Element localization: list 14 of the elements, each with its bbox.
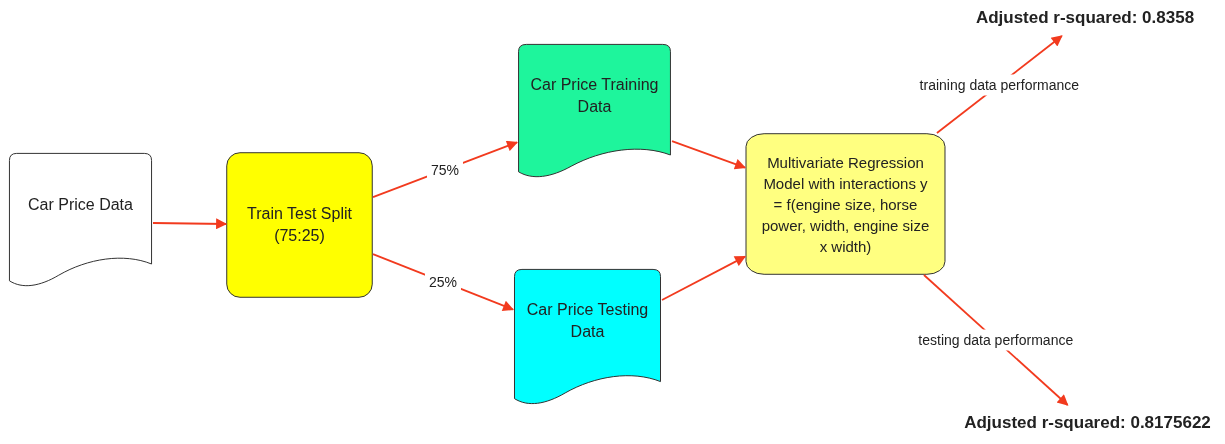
node-label: Multivariate Regression Model with interactions y = f(engine size, horse power, width, engine size x width) (760, 152, 931, 257)
arrow (152, 218, 228, 230)
result-text: Adjusted r-squared: 0.8175622 (955, 411, 1220, 435)
node-label: Car Price Data (28, 194, 133, 215)
node-label: Car Price Testing Data (525, 300, 650, 343)
node-label: Car Price Training Data (529, 74, 660, 117)
edge-label: 25% (425, 271, 461, 293)
edge-label: 75% (427, 159, 463, 181)
node-label: Train Test Split (75:25) (246, 204, 353, 246)
process-box (745, 133, 946, 275)
arrow (661, 255, 746, 301)
process-box (226, 152, 373, 298)
arrow (671, 140, 747, 170)
result-text: Adjusted r-squared: 0.8358 (960, 6, 1210, 30)
